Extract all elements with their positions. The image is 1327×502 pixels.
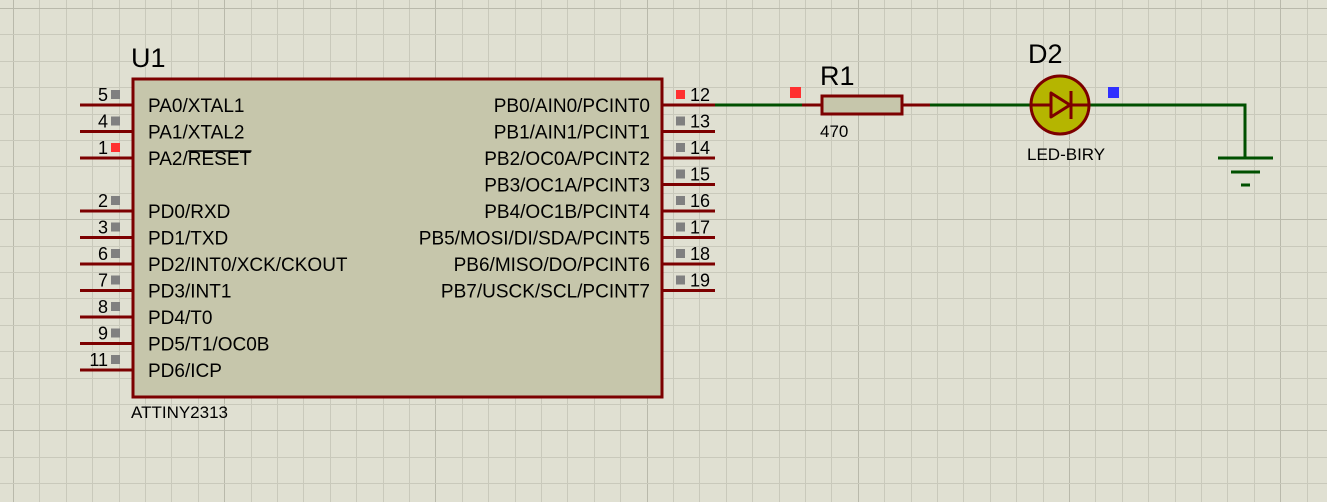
pin-name: PB0/AIN0/PCINT0: [494, 96, 650, 117]
pin-name: PD0/RXD: [148, 202, 230, 223]
u1-body[interactable]: [131, 77, 664, 399]
pin-name: PB7/USCK/SCL/PCINT7: [441, 282, 650, 303]
pin-state-marker: [111, 196, 120, 205]
pin-number: 16: [690, 191, 710, 211]
pin-number: 18: [690, 244, 710, 264]
u1-ref-label: U1: [131, 43, 166, 73]
pin-state-marker: [111, 328, 120, 338]
u1-right-pins: 12PB0/AIN0/PCINT013PB1/AIN1/PCINT114PB2/…: [419, 85, 715, 303]
pin-state-marker: [111, 355, 120, 364]
led-triangle-icon: [1049, 91, 1072, 119]
pin-state-marker: [676, 275, 685, 285]
pin-number: 15: [690, 165, 710, 185]
pin-number: 12: [690, 85, 710, 105]
pin-state-marker: [111, 143, 120, 152]
pin-number: 7: [98, 271, 108, 291]
pin-number: 3: [98, 218, 108, 238]
r1-probe-marker: [790, 87, 801, 98]
r1-ref-label: R1: [820, 61, 855, 91]
pin-state-marker: [676, 90, 685, 99]
pin-number: 8: [98, 297, 108, 317]
pin-name: PB5/MOSI/DI/SDA/PCINT5: [419, 229, 650, 250]
pin-name: PA1/XTAL2: [148, 123, 244, 144]
pin-name: PB3/OC1A/PCINT3: [484, 176, 650, 197]
pin-state-marker: [676, 222, 685, 232]
ground-symbol-icon[interactable]: [1218, 156, 1273, 187]
pin-state-marker: [676, 116, 685, 126]
d2-probe-marker: [1108, 87, 1119, 98]
pin-number: 17: [690, 218, 710, 238]
d2-component[interactable]: D2 LED-BIRY: [1027, 39, 1119, 164]
pin-number: 5: [98, 85, 108, 105]
pin-number: 6: [98, 244, 108, 264]
pin-state-marker: [111, 222, 120, 232]
pin-name: PB6/MISO/DO/PCINT6: [454, 255, 650, 276]
pin-state-marker: [111, 116, 120, 126]
pin-state-marker: [111, 275, 120, 285]
r1-component[interactable]: R1 470: [790, 61, 930, 141]
d2-ref-label: D2: [1028, 39, 1063, 69]
u1-left-pins: 5PA0/XTAL14PA1/XTAL21PA2/RESET2PD0/RXD3P…: [80, 85, 348, 382]
pin-name: PB1/AIN1/PCINT1: [494, 123, 650, 144]
r1-body[interactable]: [820, 94, 904, 116]
pin-name: PB2/OC0A/PCINT2: [484, 149, 650, 170]
pin-state-marker: [676, 249, 685, 258]
pin-name: PD4/T0: [148, 308, 212, 329]
pin-number: 13: [690, 112, 710, 132]
pin-name-overbar: RESET: [188, 149, 252, 170]
pin-name: PD5/T1/OC0B: [148, 335, 269, 356]
pin-state-marker: [676, 143, 685, 152]
pin-number: 2: [98, 191, 108, 211]
pin-name: PD2/INT0/XCK/CKOUT: [148, 255, 348, 276]
u1-component[interactable]: U1 ATTINY2313 5PA0/XTAL14PA1/XTAL21PA2/R…: [80, 43, 715, 422]
pin-name: PA2/RESET: [148, 149, 252, 170]
pin-number: 14: [690, 138, 710, 158]
pin-number: 19: [690, 271, 710, 291]
pin-number: 1: [98, 138, 108, 158]
pin-number: 9: [98, 324, 108, 344]
pin-name: PD3/INT1: [148, 282, 231, 303]
r1-value-label: 470: [820, 122, 848, 141]
u1-part-label: ATTINY2313: [131, 403, 228, 422]
pin-number: 4: [98, 112, 108, 132]
pin-state-marker: [111, 249, 120, 258]
pin-name: PD1/TXD: [148, 229, 228, 250]
pin-number: 11: [89, 350, 108, 370]
wires: [715, 103, 1247, 158]
wire-d2-to-ground[interactable]: [1090, 103, 1247, 158]
pin-name: PB4/OC1B/PCINT4: [484, 202, 650, 223]
pin-state-marker: [676, 196, 685, 205]
pin-name: PD6/ICP: [148, 361, 222, 382]
pin-state-marker: [676, 169, 685, 179]
pin-state-marker: [111, 302, 120, 311]
pin-state-marker: [111, 90, 120, 99]
pin-name: PA0/XTAL1: [148, 96, 244, 117]
d2-part-label: LED-BIRY: [1027, 145, 1105, 164]
